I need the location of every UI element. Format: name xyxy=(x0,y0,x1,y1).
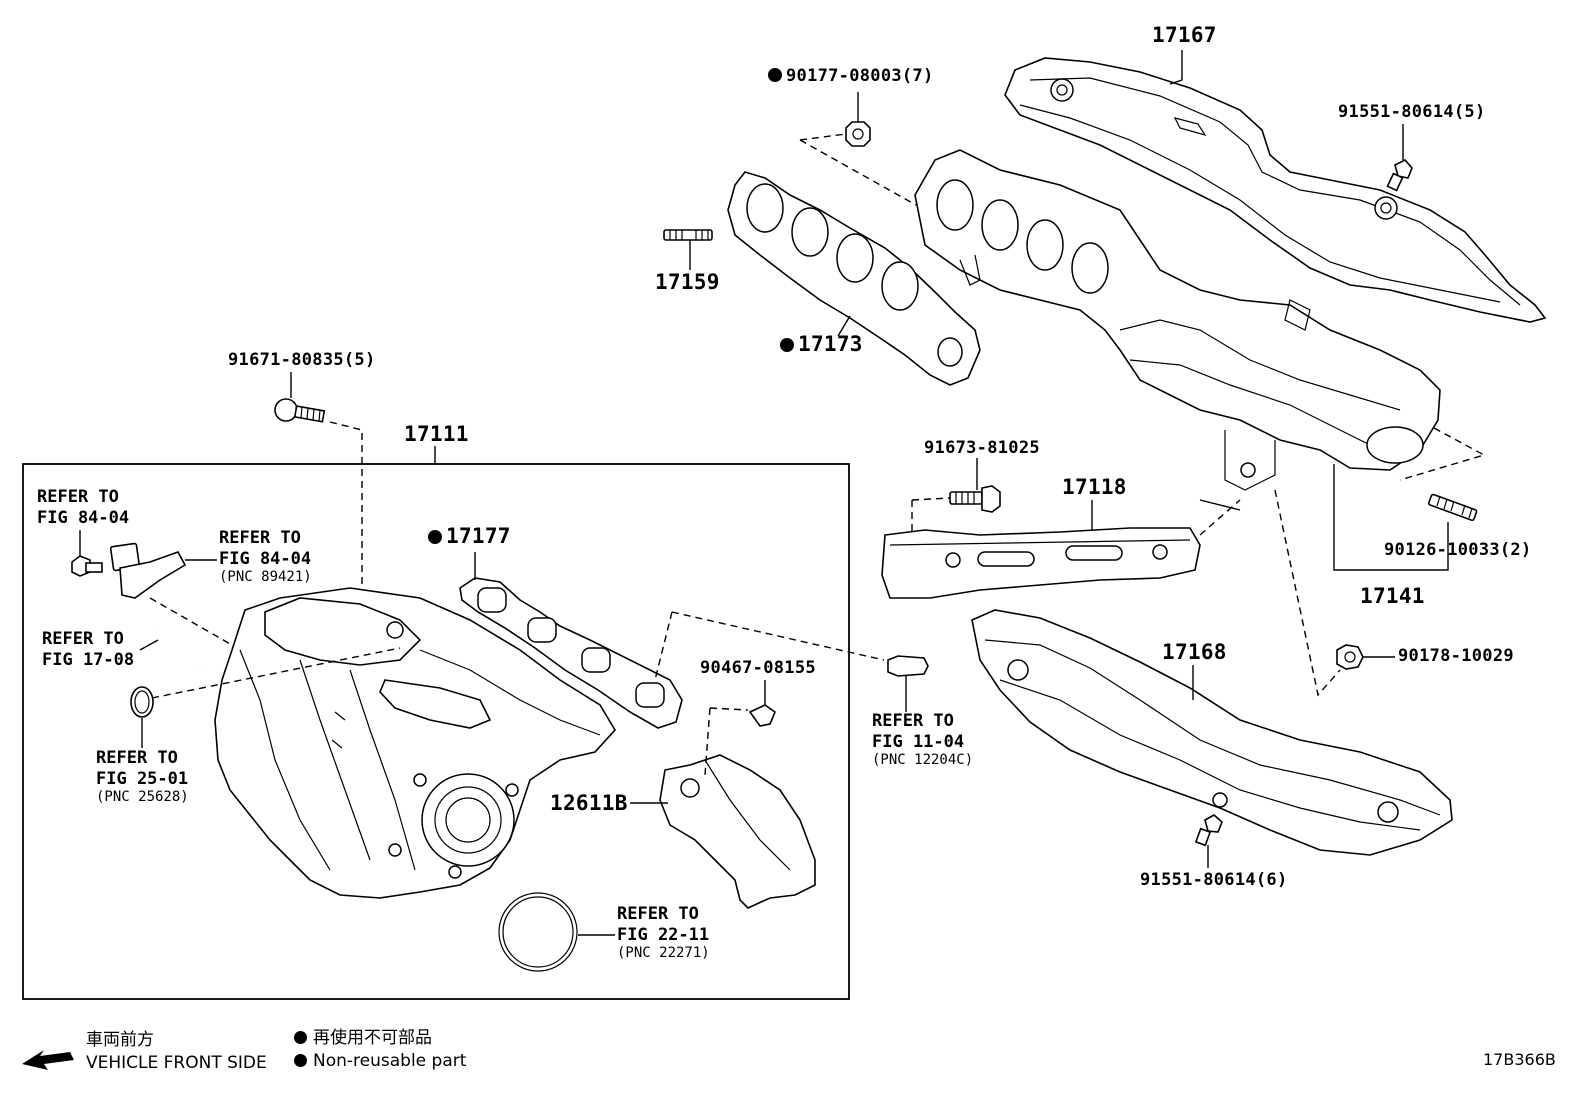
legend-front-jp: 車両前方 xyxy=(86,1030,154,1050)
label-17168: 17168 xyxy=(1162,640,1227,664)
refer-line2: FIG 22-11 xyxy=(617,924,710,945)
hose-part[interactable] xyxy=(154,625,202,674)
nut-90178[interactable] xyxy=(1336,644,1364,670)
refer-fig-22-11[interactable]: REFER TO FIG 22-11 (PNC 22271) xyxy=(617,904,710,963)
label-17167: 17167 xyxy=(1152,23,1217,47)
label-17118: 17118 xyxy=(1062,475,1127,499)
insulator-12611b[interactable] xyxy=(659,754,816,909)
refer-line1: REFER TO xyxy=(617,904,699,924)
refer-pnc: (PNC 25628) xyxy=(96,789,189,806)
label-91673-81025: 91673-81025 xyxy=(924,438,1040,458)
label-91671-80835: 91671-80835(5) xyxy=(228,350,376,370)
label-90467-08155: 90467-08155 xyxy=(700,658,816,678)
bracket-17118[interactable] xyxy=(881,527,1201,599)
refer-line1: REFER TO xyxy=(219,528,301,548)
legend-nonreuse-en: Non-reusable part xyxy=(313,1050,467,1071)
refer-line1: REFER TO xyxy=(37,487,119,507)
gasket-17173[interactable] xyxy=(727,171,981,386)
refer-fig-84-04-b[interactable]: REFER TO FIG 84-04 (PNC 89421) xyxy=(219,528,312,587)
refer-pnc: (PNC 89421) xyxy=(219,569,312,586)
intake-manifold-17111[interactable] xyxy=(214,587,616,899)
refer-fig-84-04-a[interactable]: REFER TO FIG 84-04 xyxy=(37,487,129,528)
label-91551-80614-top: 91551-80614(5) xyxy=(1338,102,1486,122)
label-91551-80614-bottom: 91551-80614(6) xyxy=(1140,870,1288,890)
refer-fig-25-01[interactable]: REFER TO FIG 25-01 (PNC 25628) xyxy=(96,748,189,807)
refer-fig-11-04[interactable]: REFER TO FIG 11-04 (PNC 12204C) xyxy=(872,711,973,770)
leader-lines xyxy=(79,50,1486,936)
plug-12204c[interactable] xyxy=(887,655,929,677)
non-reusable-dot-icon xyxy=(428,530,442,544)
legend-nonreuse-jp: 再使用不可部品 xyxy=(313,1028,432,1048)
refer-line2: FIG 84-04 xyxy=(37,507,130,528)
refer-pnc: (PNC 12204C) xyxy=(872,752,974,769)
front-arrow-icon xyxy=(22,1050,74,1070)
heat-insulator-17168[interactable] xyxy=(971,609,1453,856)
label-17159: 17159 xyxy=(655,270,720,294)
refer-fig-17-08[interactable]: REFER TO FIG 17-08 xyxy=(42,629,134,670)
o-ring-25628[interactable] xyxy=(130,686,154,718)
bolt-91551-top[interactable] xyxy=(1386,159,1413,192)
bolt-91673[interactable] xyxy=(949,485,1001,513)
non-reusable-dot-icon xyxy=(768,68,782,82)
assembly-frame-17111 xyxy=(22,463,850,1000)
o-ring-22271[interactable] xyxy=(498,892,578,972)
refer-line1: REFER TO xyxy=(872,711,954,731)
refer-line2: FIG 84-04 xyxy=(219,548,312,569)
bolt-91671[interactable] xyxy=(274,398,326,423)
label-17111: 17111 xyxy=(404,422,469,446)
label-12611b: 12611B xyxy=(550,791,628,815)
clip-90467[interactable] xyxy=(748,704,776,727)
non-reusable-dot-icon xyxy=(294,1053,307,1067)
bolt-sensor[interactable] xyxy=(71,555,103,577)
legend-front-en: VEHICLE FRONT SIDE xyxy=(86,1052,267,1073)
sensor-part[interactable] xyxy=(109,542,187,599)
exhaust-manifold-17141[interactable] xyxy=(914,149,1441,491)
label-17141: 17141 xyxy=(1360,584,1425,608)
non-reusable-dot-icon xyxy=(294,1031,307,1044)
diagram-code: 17B366B xyxy=(1483,1050,1556,1069)
label-90177-08003: 90177-08003(7) xyxy=(768,68,934,85)
bolt-91551-bottom[interactable] xyxy=(1194,814,1223,847)
label-90126-10033: 90126-10033(2) xyxy=(1384,540,1532,560)
label-17177: 17177 xyxy=(428,526,511,547)
legend-front-side: 車両前方 VEHICLE FRONT SIDE xyxy=(86,1029,267,1075)
refer-line2: FIG 25-01 xyxy=(96,768,189,789)
stud-17159[interactable] xyxy=(663,229,713,241)
gasket-17177[interactable] xyxy=(459,577,683,729)
label-17173: 17173 xyxy=(780,334,863,355)
refer-line2: FIG 17-08 xyxy=(42,649,135,670)
nut-90177[interactable] xyxy=(845,121,871,147)
label-90178-10029: 90178-10029 xyxy=(1398,646,1514,666)
stud-90126[interactable] xyxy=(1428,493,1478,521)
heat-insulator-17167[interactable] xyxy=(1004,57,1547,323)
legend-non-reusable: 再使用不可部品 Non-reusable part xyxy=(294,1027,466,1073)
non-reusable-dot-icon xyxy=(780,338,794,352)
refer-line1: REFER TO xyxy=(42,629,124,649)
refer-line1: REFER TO xyxy=(96,748,178,768)
refer-line2: FIG 11-04 xyxy=(872,731,965,752)
refer-pnc: (PNC 22271) xyxy=(617,945,710,962)
